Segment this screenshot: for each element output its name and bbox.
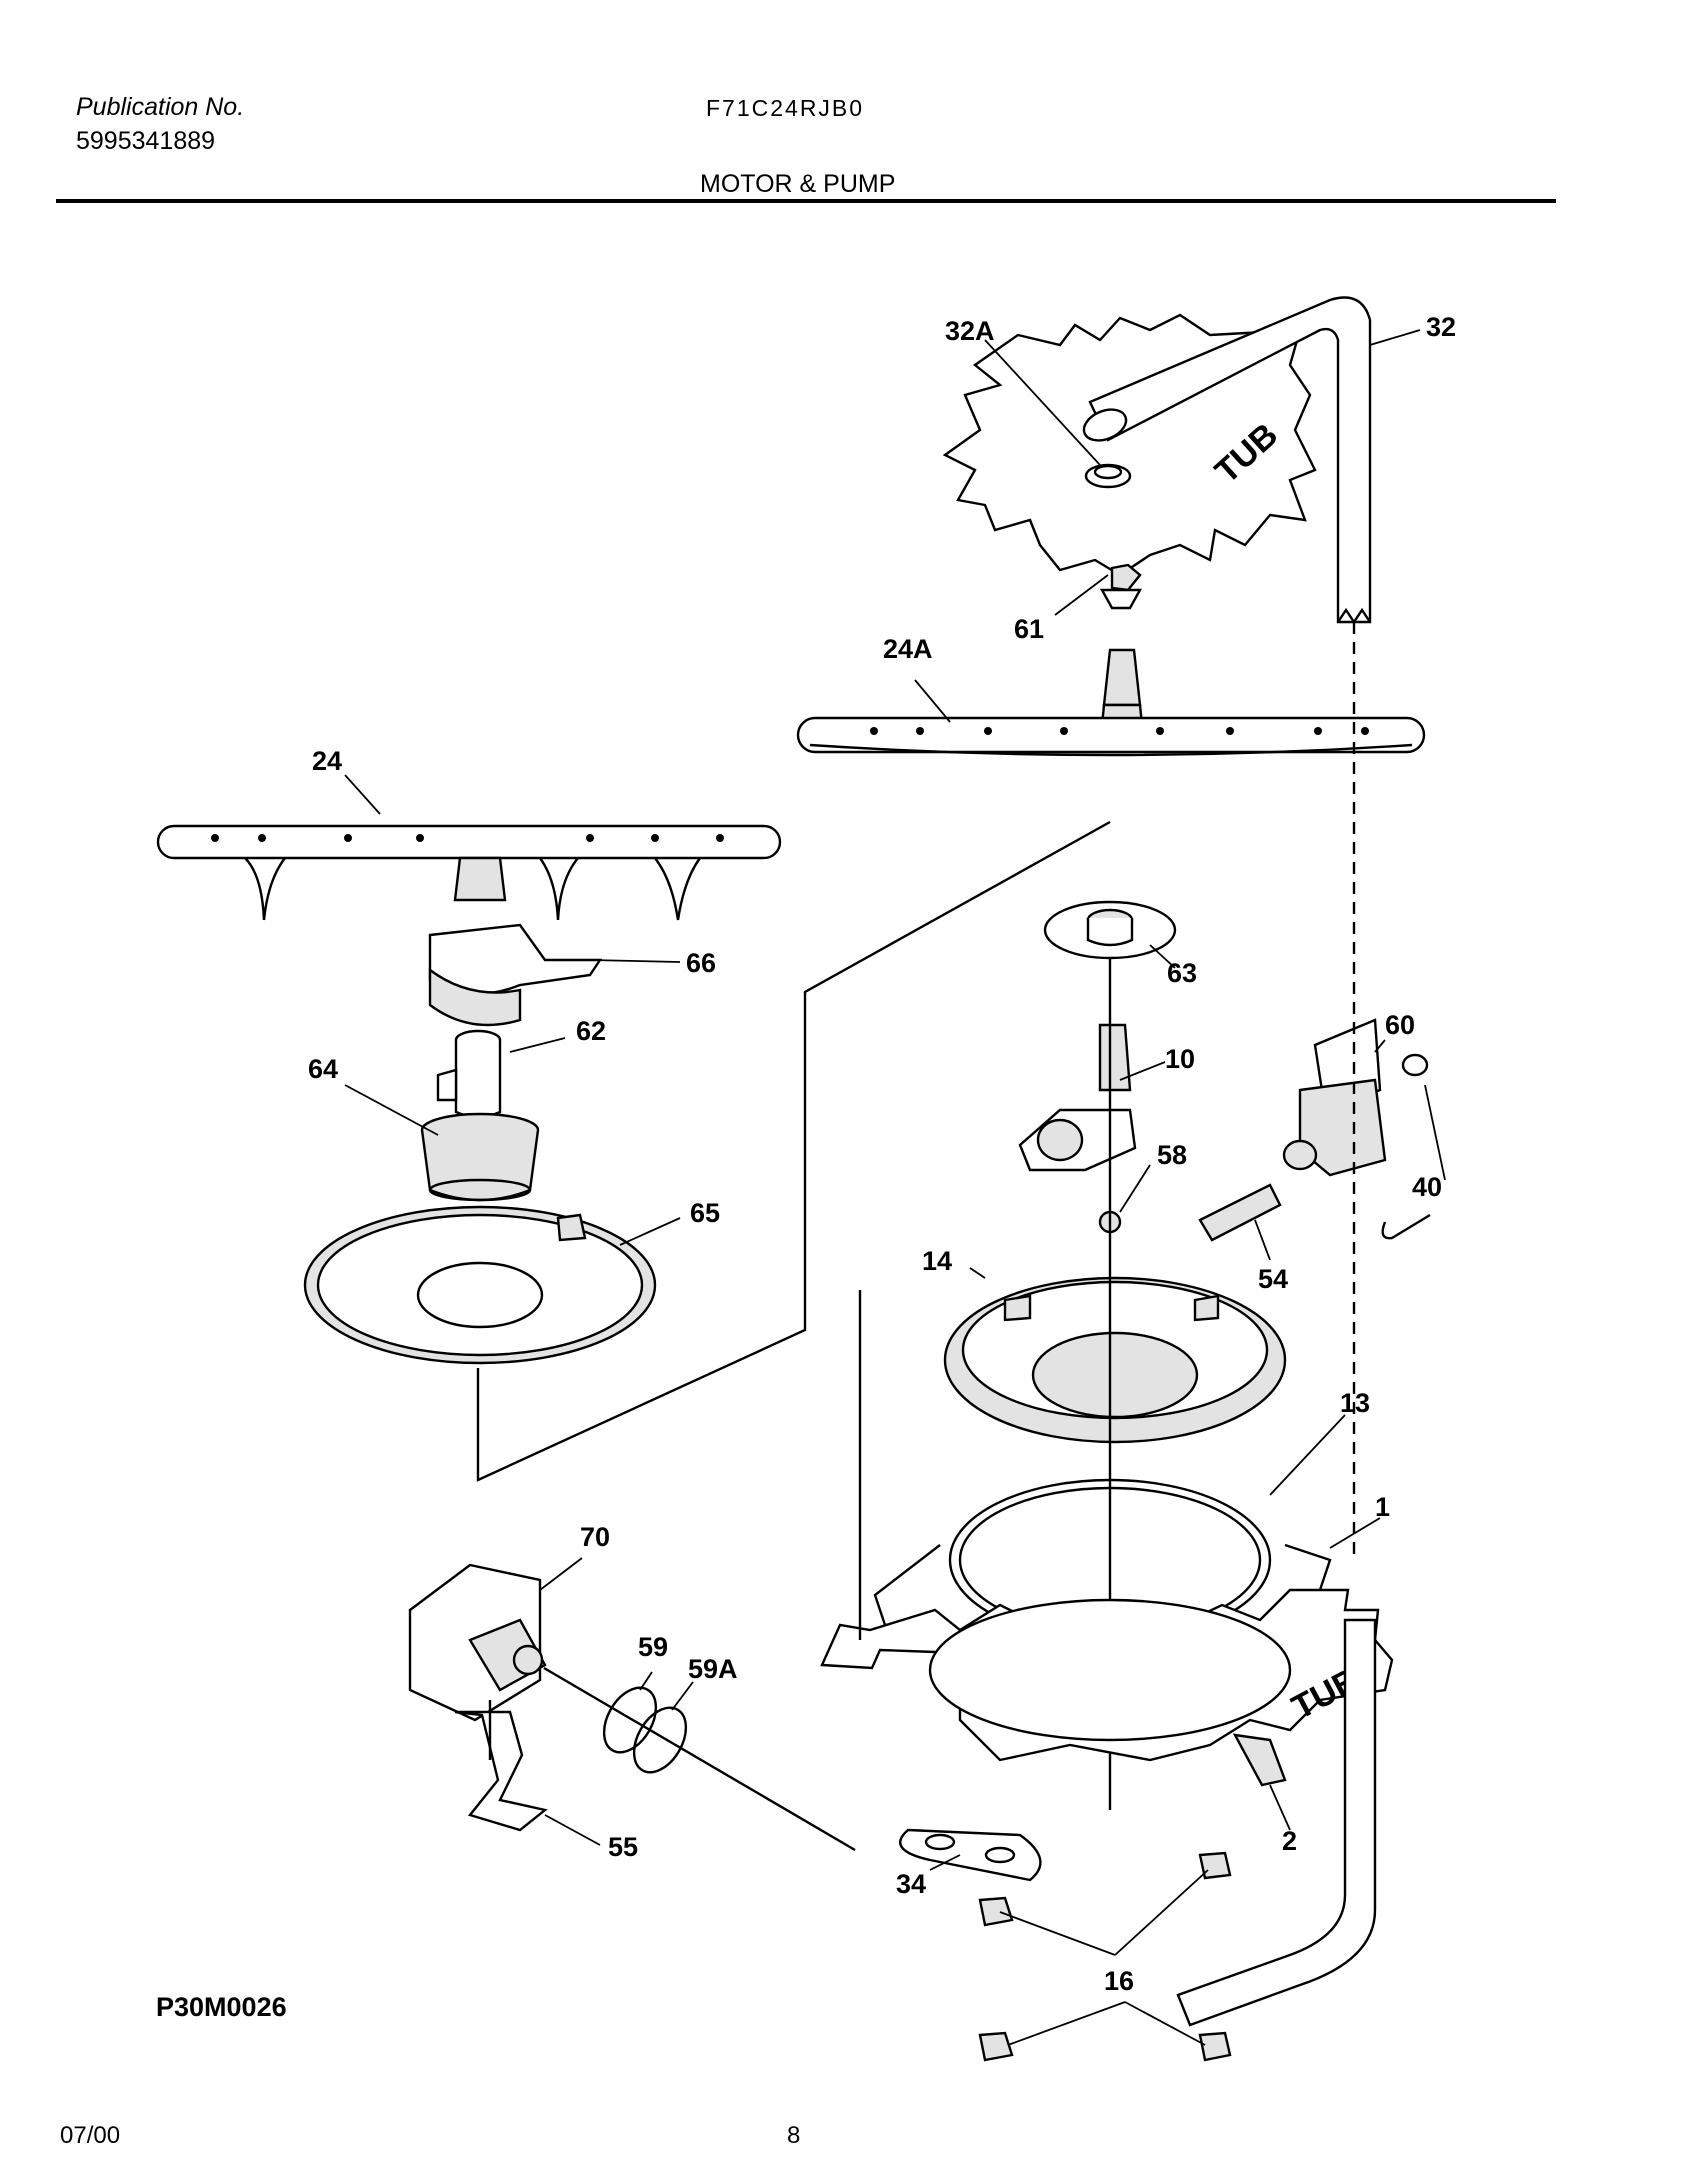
inlet-hose-54: [1198, 1183, 1282, 1242]
nuts-16: [978, 1851, 1232, 2062]
gasket-59: [602, 1686, 658, 1754]
tube-grommet-32A: [1084, 463, 1132, 489]
callout-32: 32: [1426, 312, 1456, 342]
callout-1: 1: [1375, 1492, 1390, 1522]
diverter-housing-10: [1018, 1023, 1137, 1172]
callout-60: 60: [1385, 1010, 1415, 1040]
publication-date: 07/00: [60, 2122, 121, 2149]
callout-62: 62: [576, 1016, 606, 1046]
gasket-59A: [632, 1706, 688, 1774]
header-rule: [56, 199, 1556, 203]
callout-65: 65: [690, 1198, 720, 1228]
callout-16: 16: [1104, 1966, 1134, 1996]
pump-body-14: [943, 1276, 1287, 1444]
upper-spray-arm-24A: [796, 563, 1426, 757]
lower-spray-arm-24: [156, 824, 782, 921]
publication-label: Publication No.: [76, 93, 245, 121]
callout-10: 10: [1165, 1044, 1195, 1074]
mounting-bracket-34: [899, 1828, 1042, 1882]
page-number: 8: [787, 2122, 801, 2149]
callout-40: 40: [1412, 1172, 1442, 1202]
publication-number: 5995341889: [76, 127, 216, 155]
callout-leaders: [344, 329, 1446, 2046]
impeller-cover-63: [1043, 900, 1177, 960]
callout-32A: 32A: [945, 316, 995, 346]
callout-24A: 24A: [883, 634, 933, 664]
coarse-filter-66: [428, 923, 603, 1027]
motor-link-lines: [488, 1666, 856, 1852]
callout-63: 63: [1167, 958, 1197, 988]
callout-64: 64: [308, 1054, 338, 1084]
callout-2: 2: [1282, 1826, 1297, 1856]
filter-assembly-link-lines: [476, 820, 1111, 1482]
callout-70: 70: [580, 1522, 610, 1552]
diagram-code: P30M0026: [156, 1992, 287, 2022]
motor-70: [408, 1563, 547, 1722]
fine-filter-64: [420, 1112, 540, 1202]
pump-port-62: [436, 1029, 502, 1119]
lower-tub-section: TUB: [820, 1588, 1394, 2027]
filter-screen-65: [303, 1205, 657, 1365]
callout-14: 14: [922, 1246, 952, 1276]
callout-58: 58: [1157, 1140, 1187, 1170]
callout-61: 61: [1014, 614, 1044, 644]
callout-13: 13: [1340, 1388, 1370, 1418]
model-number: F71C24RJB0: [706, 95, 865, 121]
motor-bracket-55: [454, 1710, 548, 1832]
callout-66: 66: [686, 948, 716, 978]
hose-clamps-40: [1381, 1053, 1431, 1240]
bracket-2: [1232, 1733, 1287, 1787]
callout-34: 34: [896, 1869, 926, 1899]
callout-24: 24: [312, 746, 342, 776]
callout-59: 59: [638, 1632, 668, 1662]
callout-54: 54: [1258, 1264, 1288, 1294]
upper-tub-section: TUB: [942, 296, 1372, 625]
callout-55: 55: [608, 1832, 638, 1862]
section-title: MOTOR & PUMP: [700, 170, 896, 198]
water-valve-60: [1282, 1018, 1387, 1177]
callout-59A: 59A: [688, 1654, 738, 1684]
